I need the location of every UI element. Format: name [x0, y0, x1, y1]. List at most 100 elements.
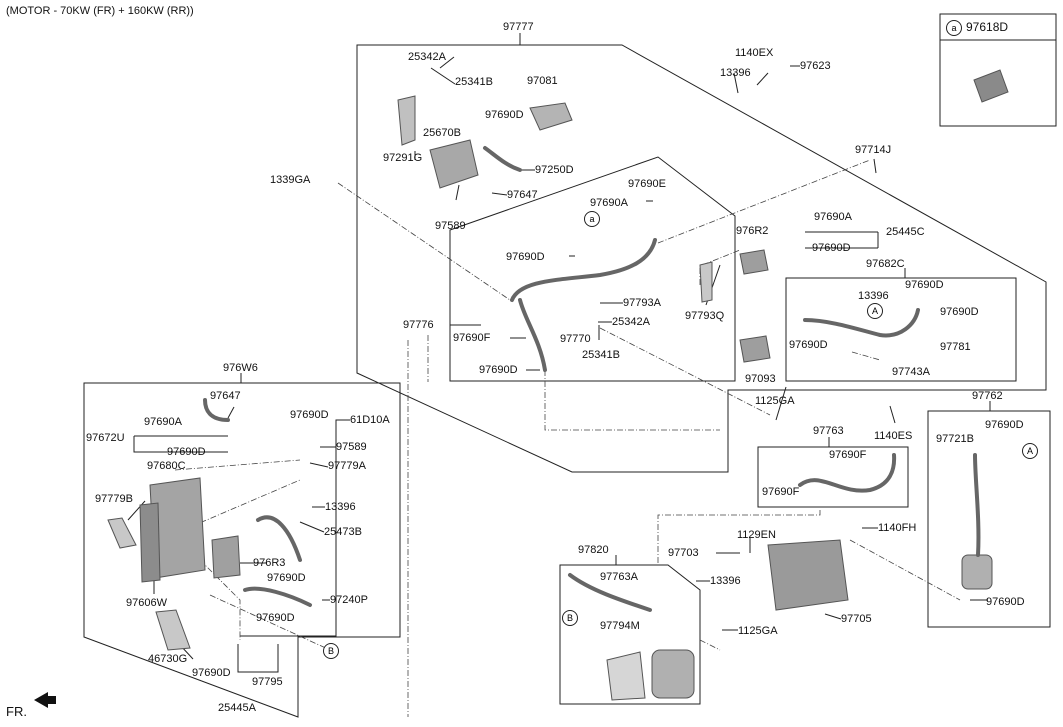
diagram-header: (MOTOR - 70KW (FR) + 160KW (RR)): [6, 5, 194, 17]
part-label: 97690A: [814, 211, 852, 223]
part-label: 97093: [745, 373, 776, 385]
part-label: 97779A: [328, 460, 366, 472]
part-label: 97762: [972, 390, 1003, 402]
part-97093: [739, 335, 771, 363]
part-label: 1125GA: [755, 395, 795, 407]
part-label: 25473B: [324, 526, 362, 538]
part-label: 1125GA: [738, 625, 778, 637]
frame-97777: [356, 44, 1047, 473]
part-label: 97081: [527, 75, 558, 87]
part-label: 97690D: [167, 446, 206, 458]
part-label: 97589: [336, 441, 367, 453]
part-label: 97770: [560, 333, 591, 345]
part-label: 97714J: [855, 144, 892, 156]
part-label: 976R2: [736, 225, 769, 237]
part-97793Q: [699, 261, 713, 303]
part-label: 61D10A: [350, 414, 390, 426]
part-label: 97690F: [762, 486, 800, 498]
part-label: 97690E: [628, 178, 666, 190]
part-label: 97690A: [590, 197, 628, 209]
part-label: 97589: [435, 220, 466, 232]
frame-inset: [939, 13, 1057, 127]
part-97794M: [651, 649, 695, 699]
part-label: 97690D: [192, 667, 231, 679]
part-label: 46730G: [148, 653, 188, 665]
part-label: 97705: [841, 613, 872, 625]
part-label: 25445C: [886, 226, 925, 238]
callout-a-inset: a: [946, 20, 962, 36]
part-label: 97820: [578, 544, 609, 556]
part-label: 97777: [503, 21, 534, 33]
frame-97682C: [785, 277, 1017, 382]
part-label: 25445A: [218, 702, 256, 714]
part-label: 97606W: [126, 597, 167, 609]
part-label: 25341B: [455, 76, 493, 88]
part-label: 97690D: [940, 306, 979, 318]
fr-arrow: [34, 692, 56, 708]
part-label: 25341B: [582, 349, 620, 361]
part-label: 97690D: [812, 242, 851, 254]
part-label: 97794M: [600, 620, 640, 632]
part-25670B: [429, 139, 479, 189]
part-label: 97690D: [506, 251, 545, 263]
part-label: 97690D: [905, 279, 944, 291]
part-label: 97779B: [95, 493, 133, 505]
part-label: 97672U: [86, 432, 125, 444]
part-label: 97690F: [453, 332, 491, 344]
part-label: 97690F: [829, 449, 867, 461]
part-label: 97647: [210, 390, 241, 402]
part-label: 97690D: [985, 419, 1024, 431]
part-label: 97291G: [383, 152, 423, 164]
part-97291G: [397, 95, 416, 146]
part-46730G: [155, 609, 191, 651]
frame-97762: [927, 410, 1051, 628]
part-label: 97793Q: [685, 310, 725, 322]
part-label: 97776: [403, 319, 434, 331]
part-label: 97680C: [147, 460, 186, 472]
part-label: 1140ES: [874, 430, 913, 442]
part-label: 97690D: [479, 364, 518, 376]
part-label: 97763: [813, 425, 844, 437]
part-97779B: [107, 517, 137, 549]
part-label: 13396: [325, 501, 356, 513]
part-label: 97763A: [600, 571, 638, 583]
part-label: 97690D: [267, 572, 306, 584]
part-label: 25342A: [408, 51, 446, 63]
fr-label: FR.: [6, 704, 27, 719]
callout-B-2: B: [323, 643, 339, 659]
frame-976W6: [83, 382, 401, 718]
part-label: 97240P: [330, 594, 368, 606]
callout-B-1: B: [562, 610, 578, 626]
frame-97763: [757, 446, 909, 508]
part-compressor: [767, 539, 849, 611]
part-label: 976W6: [223, 362, 258, 374]
inset-part-label: 97618D: [966, 20, 1009, 34]
part-label: 97623: [800, 60, 831, 72]
part-97081: [529, 102, 573, 131]
part-label: 25342A: [612, 316, 650, 328]
callout-A-2: A: [1022, 443, 1038, 459]
part-label: 976R3: [253, 557, 286, 569]
part-976R2: [739, 249, 769, 275]
part-label: 97690D: [986, 596, 1025, 608]
part-label: 13396: [710, 575, 741, 587]
part-label: 97690A: [144, 416, 182, 428]
part-label: 1140FH: [878, 522, 917, 534]
part-label: 97781: [940, 341, 971, 353]
part-label: 97647: [507, 189, 538, 201]
part-label: 97690D: [789, 339, 828, 351]
part-label: 13396: [720, 67, 751, 79]
callout-A-1: A: [867, 303, 883, 319]
part-label: 1339GA: [270, 174, 311, 186]
part-976R3: [211, 535, 241, 579]
callout-a: a: [584, 211, 600, 227]
part-label: 1129EN: [737, 529, 776, 541]
part-label: 97690D: [290, 409, 329, 421]
part-label: 97793A: [623, 297, 661, 309]
part-label: 1140EX: [735, 47, 774, 59]
part-label: 97682C: [866, 258, 905, 270]
part-label: 97795: [252, 676, 283, 688]
part-bracket-97794M: [606, 651, 646, 701]
